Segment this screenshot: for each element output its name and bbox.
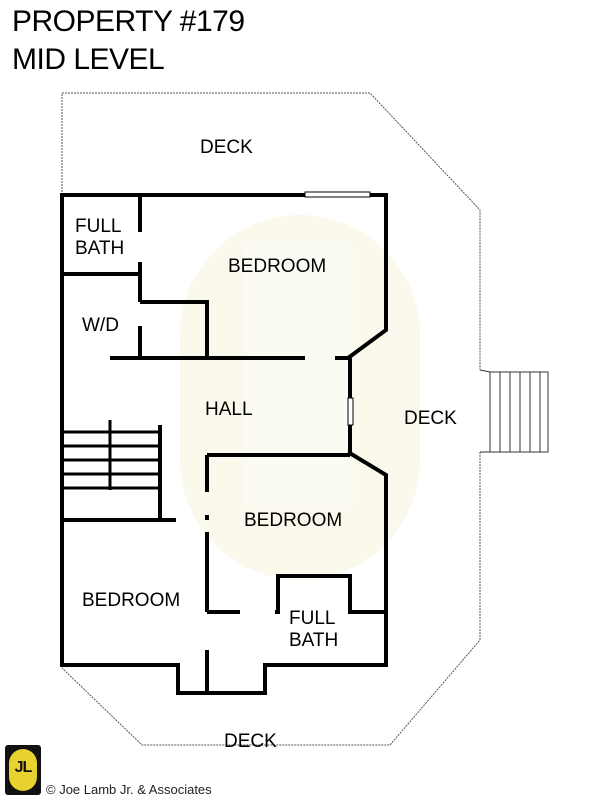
deck-outline [61,92,481,746]
label-bedroom-top: BEDROOM [228,256,326,277]
label-full-bath-1-line1: FULL [75,216,121,237]
label-bedroom-left: BEDROOM [82,590,180,611]
copyright-notice: © Joe Lamb Jr. & Associates [46,782,212,797]
exterior-stairs [479,369,549,453]
label-full-bath-2-line2: BATH [289,630,338,651]
windows [304,191,371,426]
interior-stairs [62,420,160,490]
label-full-bath-1-line2: BATH [75,238,124,259]
label-hall: HALL [205,399,253,420]
logo-text: JL [14,759,33,776]
watermark-logo [180,215,420,580]
label-deck-right: DECK [404,408,457,429]
level-subtitle: MID LEVEL [12,43,165,76]
label-deck-bottom: DECK [224,731,277,752]
label-full-bath-2-line1: FULL [289,608,335,629]
label-bedroom-middle: BEDROOM [244,510,342,531]
walls [60,193,388,695]
property-title: PROPERTY #179 [12,5,245,38]
jl-logo: JL [5,745,41,795]
label-deck-top: DECK [200,137,253,158]
label-wd: W/D [82,315,119,336]
